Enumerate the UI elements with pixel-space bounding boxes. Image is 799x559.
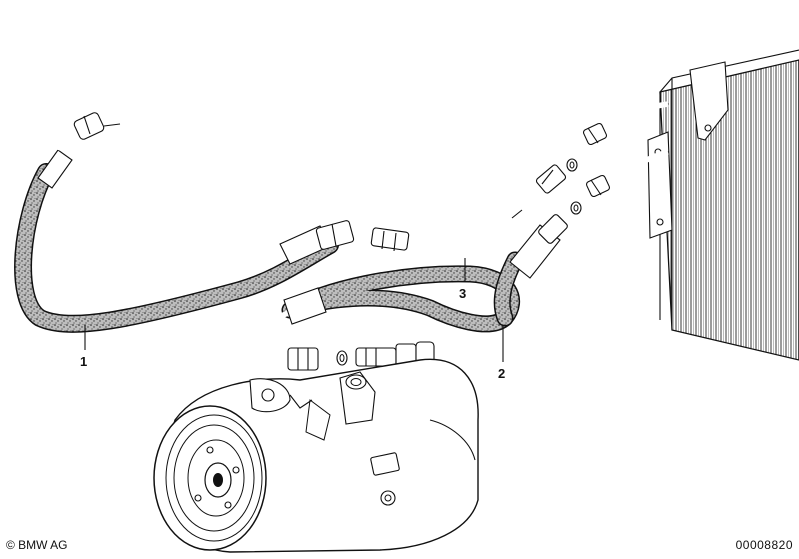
ac-compressor <box>153 358 479 553</box>
condenser <box>647 49 799 361</box>
refrigerant-hose-1 <box>14 112 355 333</box>
hose-1-fitting-top <box>37 112 121 189</box>
compressor-label-plate <box>370 452 400 476</box>
copyright-notice: © BMW AG <box>6 538 68 552</box>
condenser-fitting-upper <box>582 122 608 146</box>
part-label-2: 2 <box>498 366 505 381</box>
condenser-bracket <box>689 61 729 141</box>
condenser-fitting-lower <box>585 174 611 198</box>
refrigerant-pipe-3 <box>370 164 567 256</box>
part-label-3: 3 <box>459 286 466 301</box>
condenser-pipes <box>566 101 669 215</box>
pipe-3-fitting-left <box>370 227 410 252</box>
pipe-3-fitting-right <box>535 164 567 194</box>
part-label-1: 1 <box>80 354 87 369</box>
hose-1-fitting-bottom <box>279 220 355 265</box>
refrigerant-hose-2 <box>261 214 568 371</box>
part-callouts: 1 2 3 <box>80 258 505 381</box>
hose-2-fitting-compressor <box>287 347 319 371</box>
document-number: 00008820 <box>735 538 793 552</box>
compressor-clutch-pulley <box>153 405 267 551</box>
hose-2-fitting-top <box>509 214 568 279</box>
hose-2-fitting-left <box>283 287 327 325</box>
